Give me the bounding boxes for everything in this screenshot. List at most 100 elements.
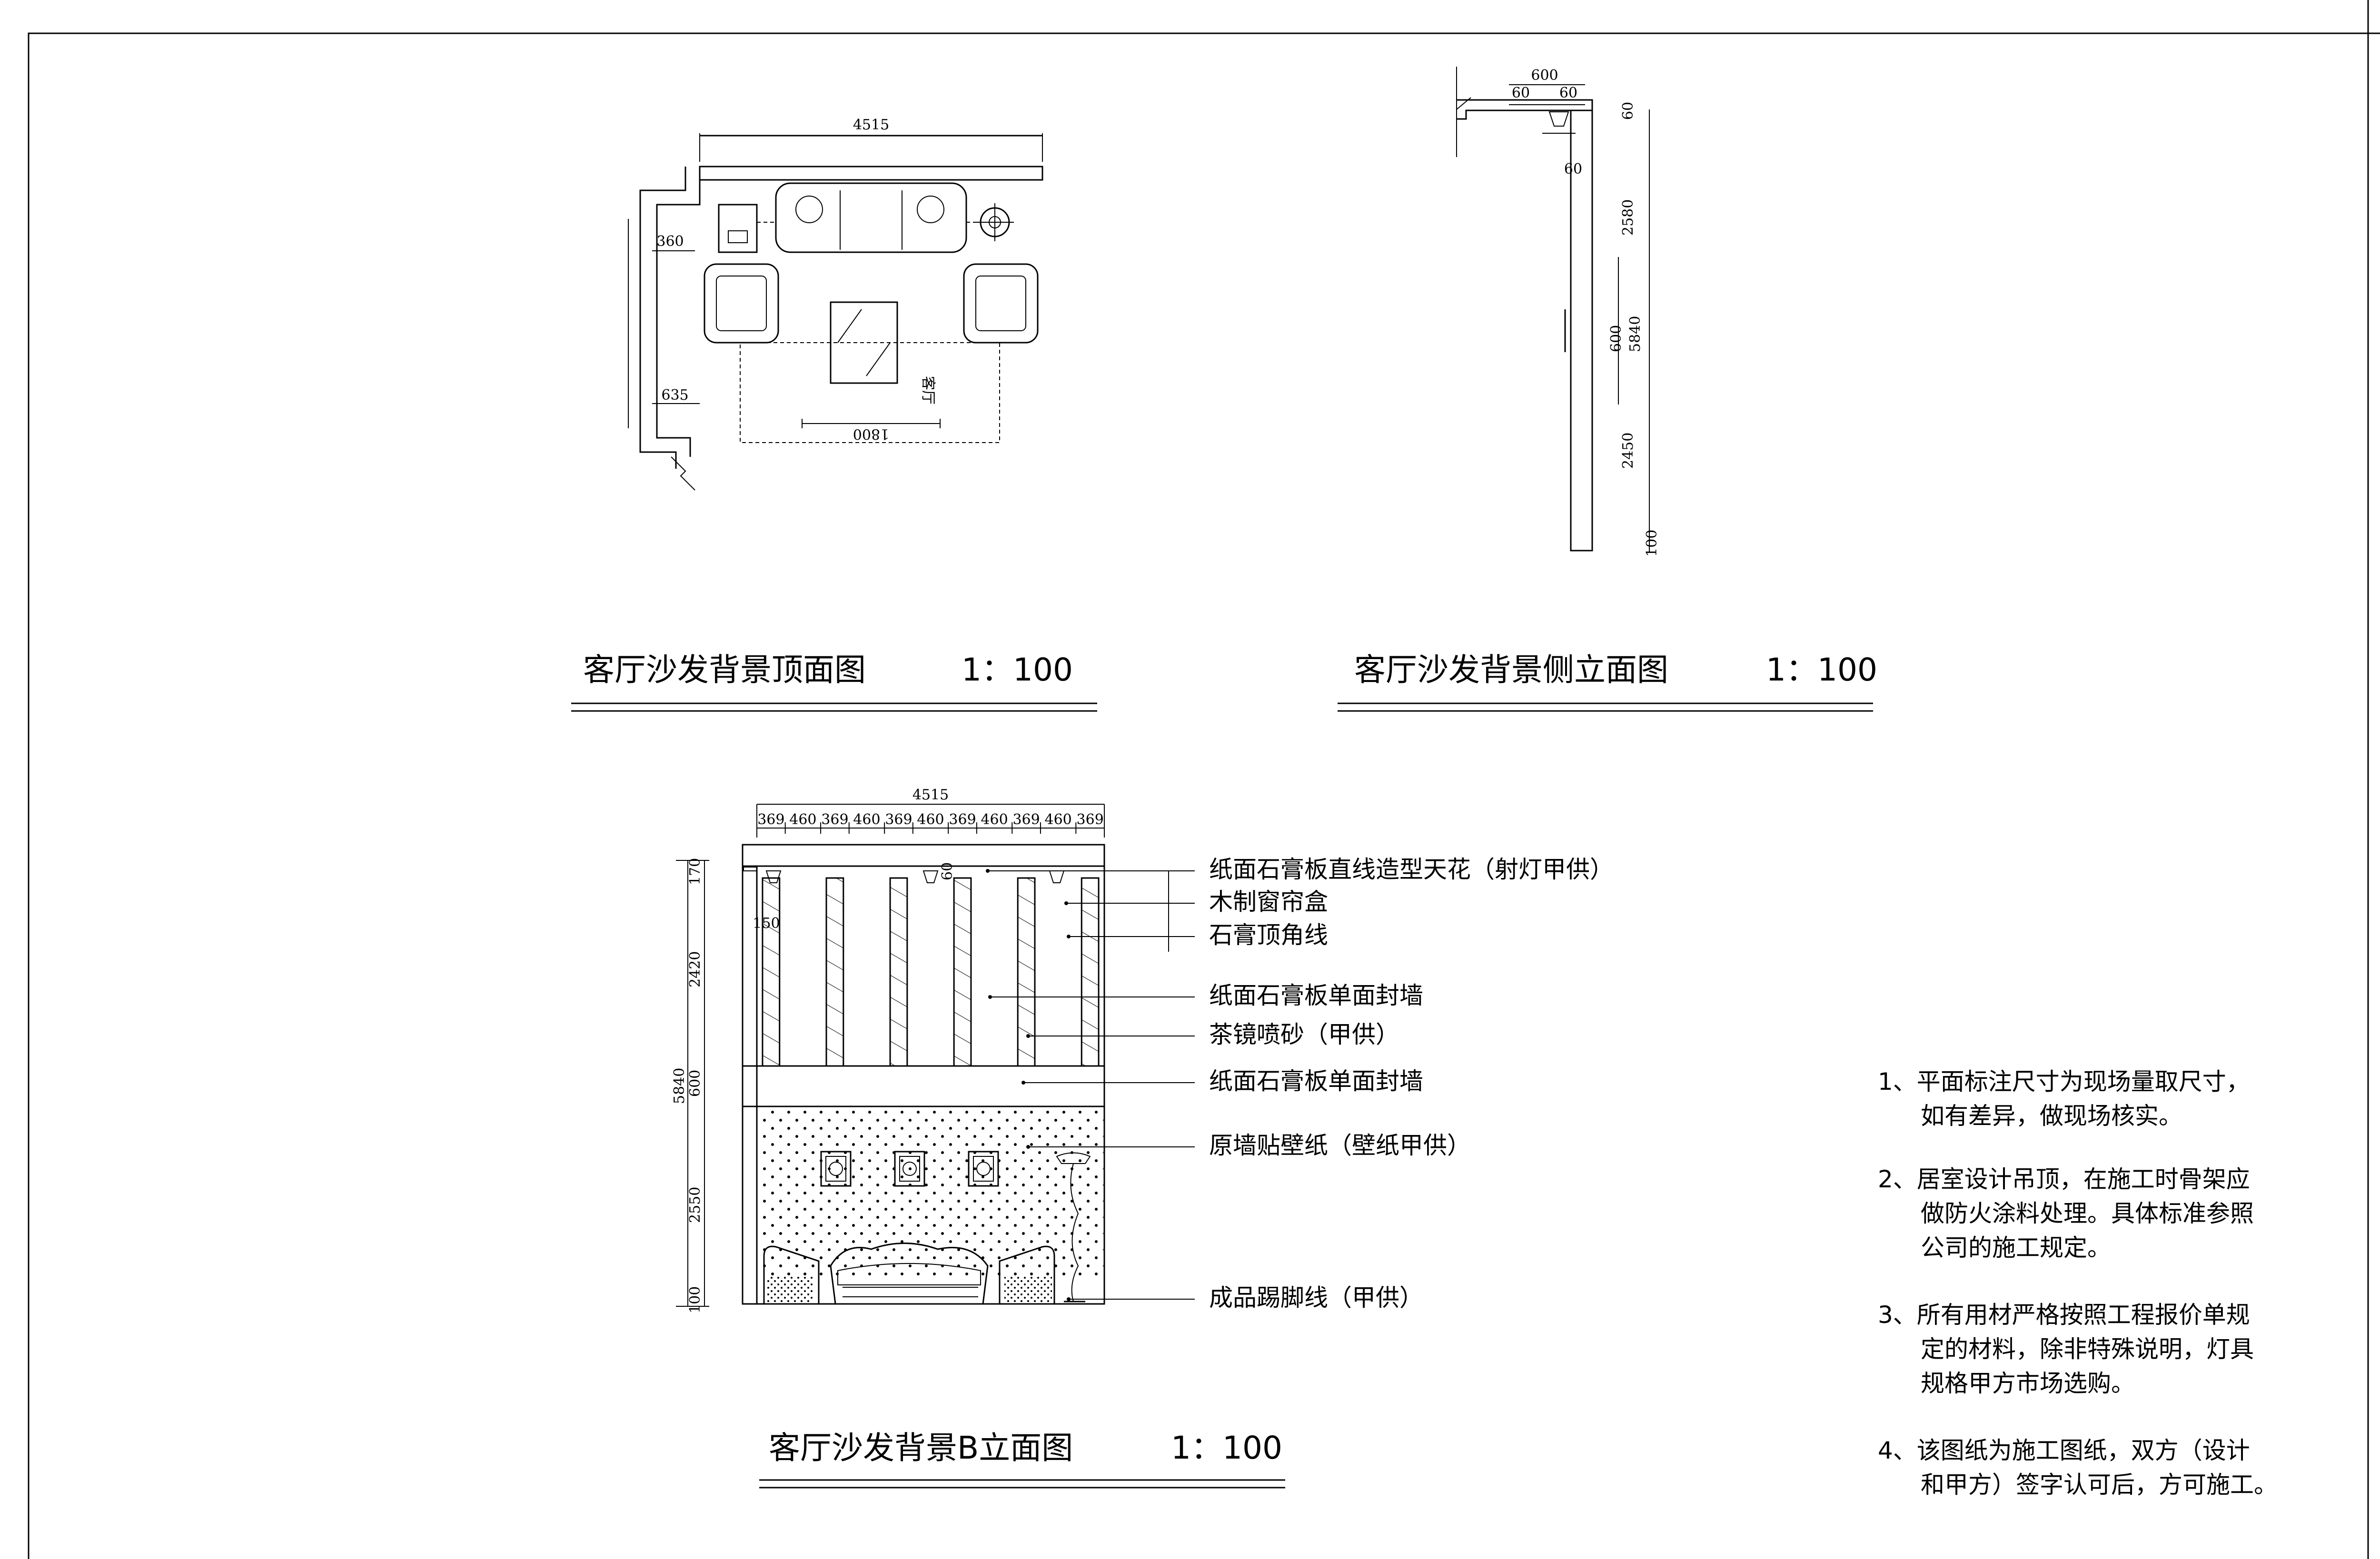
note-3-line-3: 规格甲方市场选购。 [1921,1370,2135,1397]
side-dim-top-width: 600 [1531,67,1558,84]
elev-mirror-stripes [762,877,1100,1067]
elev-mirror-stripe-1 [762,877,781,1067]
elev-frame [742,844,1105,1305]
elev-dim-small-a: 150 [753,915,780,932]
elev-dim-d3: 600 [687,1070,704,1097]
elev-spot-1 [765,870,782,883]
note-2-line-1: 2、居室设计吊顶，在施工时骨架应 [1878,1165,2250,1193]
plan-title: 客厅沙发背景顶面图 [583,651,866,688]
plan-phone [728,230,748,243]
elev-top-seg-6: 460 [917,811,944,828]
side-wall [1570,109,1593,552]
plan-rug [740,342,1000,443]
construction-notes: 1、平面标注尺寸为现场量取尺寸， 如有差异，做现场核实。 2、居室设计吊顶，在施工时… [1878,1068,2278,1499]
elev-dim-small-b: 60 [939,862,956,880]
plan-dim-rug: 1800 [853,425,889,442]
elev-dim-d2: 2420 [687,951,704,987]
plan-sofa [775,182,967,253]
elev-top-seg-8: 460 [981,811,1008,828]
elev-mirror-stripe-2 [825,877,844,1067]
elev-picture-2 [894,1151,925,1187]
elev-mirror-stripe-4 [953,877,972,1067]
plan-side-table [718,204,758,253]
elev-spot-2 [922,870,939,883]
note-3-line-1: 3、所有用材严格按照工程报价单规 [1878,1301,2250,1329]
side-dim-d3: 600 [1608,325,1625,352]
side-spotlight [1548,111,1569,127]
elev-mirror-stripe-5 [1017,877,1036,1067]
side-dim-d1: 60 [1620,102,1636,120]
elev-dim-total: 5840 [671,1068,688,1104]
side-dim-total: 5840 [1627,316,1644,352]
elev-label-6: 纸面石膏板单面封墙 [1209,1067,1423,1095]
side-dim-d4: 2450 [1620,433,1636,469]
plan-cushion-right [917,196,944,223]
elev-top-seg-1: 369 [757,811,784,828]
side-dim-top-right: 60 [1559,85,1577,101]
note-4-line-1: 4、该图纸为施工图纸，双方（设计 [1878,1437,2250,1464]
elev-wallpaper [758,1107,1103,1279]
elev-spot-3 [1049,870,1065,883]
plan-wall-left-inner [656,180,701,457]
plan-ceiling-top [699,166,1043,181]
elev-sofa [763,1243,1055,1304]
note-1-line-2: 如有差异，做现场核实。 [1921,1102,2182,1130]
elev-label-5: 茶镜喷砂（甲供） [1209,1021,1399,1048]
elev-mirror-stripe-3 [889,877,908,1067]
side-ceiling [1457,99,1593,120]
plan-room-label: 客厅 [920,376,936,405]
side-dim-inner: 60 [1564,161,1582,178]
elev-scale: 1：100 [1171,1430,1282,1466]
note-3-line-2: 定的材料，除非特殊说明，灯具 [1921,1335,2254,1363]
elev-top-seg-3: 369 [821,811,848,828]
side-dim-top-left: 60 [1512,85,1530,101]
elev-dim-d1: 170 [687,858,704,885]
side-scale: 1：100 [1766,651,1877,688]
elev-label-4: 纸面石膏板单面封墙 [1209,982,1423,1009]
plan-view: 4515 360 635 [628,117,1043,491]
elev-label-8: 成品踢脚线（甲供） [1209,1284,1423,1312]
plan-break-line [671,456,695,491]
elev-top-seg-5: 369 [885,811,912,828]
elev-label-2: 木制窗帘盒 [1209,888,1328,916]
elev-dim-top-total: 4515 [912,787,949,803]
plan-dim-left-lower: 635 [661,387,688,404]
note-1-line-1: 1、平面标注尺寸为现场量取尺寸， [1878,1068,2250,1095]
plan-cushion-left [795,196,823,223]
side-title: 客厅沙发背景侧立面图 [1354,651,1668,688]
elev-top-seg-2: 460 [789,811,816,828]
elev-top-seg-11: 369 [1077,811,1104,828]
side-elevation-view: 600 60 60 60 60 2580 5840 600 2450 100 [1456,67,1660,557]
elev-mirror-stripe-6 [1081,877,1100,1067]
note-2-line-3: 公司的施工规定。 [1921,1234,2111,1262]
elev-dim-d5: 100 [687,1286,704,1313]
plan-wall-left-outer [639,167,686,469]
side-title-block: 客厅沙发背景侧立面图 1：100 [1338,651,1877,712]
plan-dim-overall: 4515 [699,117,1043,162]
elev-top-seg-7: 369 [949,811,976,828]
elev-label-1: 纸面石膏板直线造型天花（射灯甲供） [1209,856,1614,883]
sheet-border [28,0,2380,1559]
note-4-line-2: 和甲方）签字认可后，方可施工。 [1921,1471,2278,1499]
elev-title-block: 客厅沙发背景B立面图 1：100 [759,1430,1285,1489]
elev-dim-d4: 2550 [687,1187,704,1223]
plan-dim-overall-text: 4515 [853,117,889,133]
elev-picture-3 [968,1151,999,1187]
side-dim-d5: 100 [1644,530,1660,557]
elev-label-7: 原墙贴壁纸（壁纸甲供） [1209,1132,1471,1159]
elev-top-seg-9: 369 [1012,811,1040,828]
elev-label-3: 石膏顶角线 [1209,921,1328,949]
elev-floor-lamp [1056,1152,1091,1302]
elev-material-labels: 纸面石膏板直线造型天花（射灯甲供） 木制窗帘盒石膏顶角线纸面石膏板单面封墙茶镜喷砂… [986,856,1614,1312]
elev-top-seg-10: 460 [1044,811,1071,828]
plan-scale: 1：100 [962,651,1073,688]
side-dim-d2: 2580 [1620,199,1636,236]
note-2-line-2: 做防火涂料处理。具体标准参照 [1921,1200,2254,1227]
plan-dim-left-upper: 360 [656,233,684,250]
elev-top-seg-4: 460 [853,811,880,828]
elev-picture-1 [820,1151,852,1187]
elev-title: 客厅沙发背景B立面图 [769,1430,1073,1466]
